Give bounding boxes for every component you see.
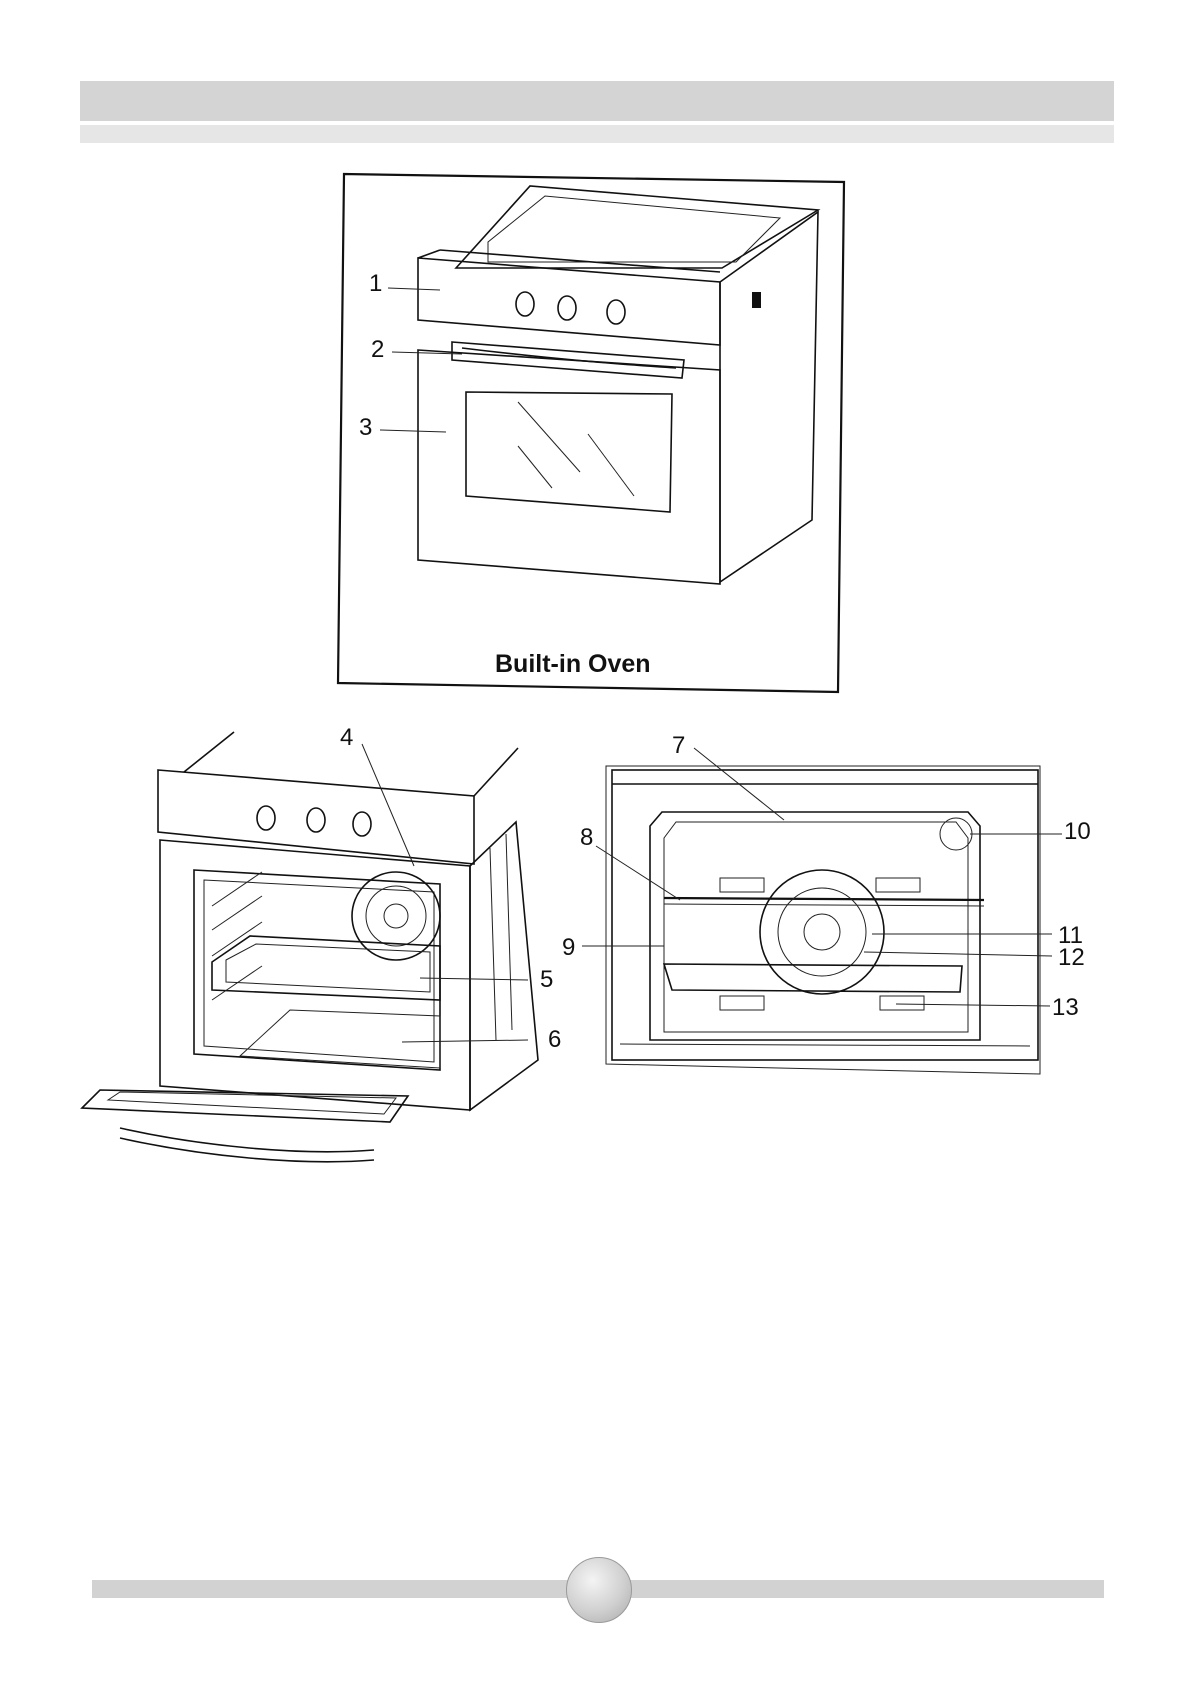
callout-2: 2 <box>371 338 384 362</box>
page-number-badge <box>566 1557 632 1623</box>
callout-1: 1 <box>369 272 382 296</box>
baking-tray <box>664 964 962 992</box>
wire-shelf <box>664 898 984 900</box>
callout-6: 6 <box>548 1028 561 1052</box>
fan-icon <box>760 870 884 994</box>
callout-3: 3 <box>359 416 372 440</box>
callout-9: 9 <box>562 936 575 960</box>
callout-12: 12 <box>1058 946 1085 970</box>
figure-caption: Built-in Oven <box>495 650 651 679</box>
callout-10: 10 <box>1064 820 1091 844</box>
callout-13: 13 <box>1052 996 1079 1020</box>
callout-4: 4 <box>340 726 353 750</box>
callout-8: 8 <box>580 826 593 850</box>
oven-cavity <box>650 812 980 1040</box>
callout-7: 7 <box>672 734 685 758</box>
callout-5: 5 <box>540 968 553 992</box>
